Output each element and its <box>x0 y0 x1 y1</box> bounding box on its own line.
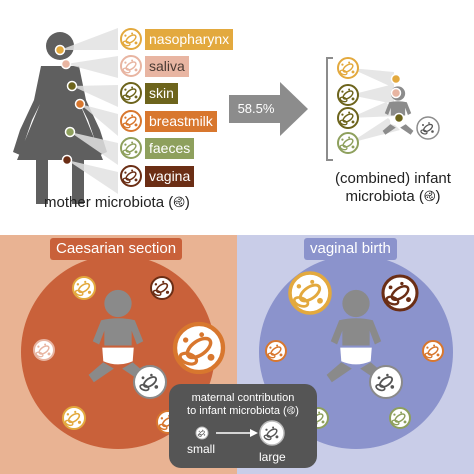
mother-microbiota-label: mother microbiota (࿋) <box>44 194 190 212</box>
bacteria-icon <box>120 110 142 132</box>
site-dot-vagina <box>61 154 73 166</box>
label-breastmilk: breastmilk <box>145 111 217 132</box>
site-dot-faeces <box>64 126 76 138</box>
transfer-arrow <box>229 82 308 136</box>
bacteria-icon <box>381 274 419 312</box>
bacteria-icon <box>265 340 287 362</box>
site-dot-nasopharynx <box>54 44 66 56</box>
label-nasopharynx: nasopharynx <box>145 29 234 50</box>
bacteria-icon <box>120 82 142 104</box>
infant-dot-saliva <box>390 87 402 99</box>
bacteria-icon <box>120 55 142 77</box>
label-faeces: faeces <box>145 138 195 159</box>
infant-connector-beams <box>350 68 400 143</box>
vaginal-title: vaginal birth <box>304 238 397 260</box>
mother-site-dots <box>54 44 86 166</box>
legend-small-label: small <box>187 442 216 456</box>
bacteria-icon <box>337 132 359 154</box>
mother-connector-beams <box>60 28 118 194</box>
caesarean-title: Caesarian section <box>50 238 183 260</box>
infant-dot-skin <box>393 112 405 124</box>
bacteria-icon: ࿋ <box>286 405 296 417</box>
vaginal-site-icons <box>265 271 444 429</box>
infant-site-dots <box>390 73 405 124</box>
bacteria-icon <box>120 165 142 187</box>
bacteria-icon <box>422 340 444 362</box>
mother-label-text: mother microbiota ( <box>44 194 174 211</box>
bacteria-icon <box>72 276 96 300</box>
bacteria-icon <box>33 339 55 361</box>
infant-microbiota-label: (combined) infant microbiota (࿋) <box>318 170 468 206</box>
infant-dot-nasopharynx <box>390 73 402 85</box>
label-skin: skin <box>145 83 178 104</box>
site-dot-breastmilk <box>74 98 86 110</box>
percent-label: 58.5% <box>237 101 275 116</box>
bacteria-icon <box>62 406 86 430</box>
caesarean-site-icons <box>33 276 226 434</box>
bacteria-icon: ࿋ <box>423 188 436 205</box>
legend-title: maternal contribution to infant microbio… <box>172 392 314 418</box>
legend-title-line2: to infant microbiota ( <box>187 405 287 417</box>
bacteria-icon <box>120 28 142 50</box>
legend-title-line1: maternal contribution <box>191 392 295 404</box>
site-dot-skin <box>66 80 78 92</box>
site-dot-saliva <box>60 58 72 70</box>
legend-title-line2-wrap: to infant microbiota (࿋) <box>172 405 314 418</box>
bacteria-icon <box>337 84 359 106</box>
legend-arrow <box>216 429 258 437</box>
site-icons <box>120 28 142 187</box>
vaginal-infant-microbiota-icon <box>369 365 403 399</box>
bacteria-icon <box>389 407 411 429</box>
mother-label-end: ) <box>184 194 190 211</box>
bacteria-icon <box>337 57 359 79</box>
bacteria-icon <box>150 276 174 300</box>
legend-small-icon <box>195 426 209 440</box>
legend-large-icon <box>259 420 285 446</box>
label-vagina: vagina <box>145 166 195 187</box>
legend-large-label: large <box>259 450 286 464</box>
label-saliva: saliva <box>145 56 189 77</box>
bacteria-icon <box>172 321 226 375</box>
mother-figure <box>13 32 107 204</box>
infant-microbiota-icon <box>416 116 440 140</box>
bacteria-icon <box>288 271 332 315</box>
bacteria-icon <box>337 107 359 129</box>
infant-site-icons <box>337 57 359 154</box>
bacteria-icon: ࿋ <box>173 194 185 211</box>
infant-label-end: ) <box>435 188 441 205</box>
caesarean-infant-microbiota-icon <box>133 365 167 399</box>
legend-box <box>169 384 317 468</box>
infant-label-line2: microbiota ( <box>345 188 424 205</box>
legend-title-end: ) <box>295 405 299 417</box>
infant-bracket <box>326 57 333 161</box>
bacteria-icon <box>120 137 142 159</box>
infant-label-line2-wrap: microbiota (࿋) <box>318 188 468 206</box>
infant-label-line1: (combined) infant <box>335 170 451 187</box>
